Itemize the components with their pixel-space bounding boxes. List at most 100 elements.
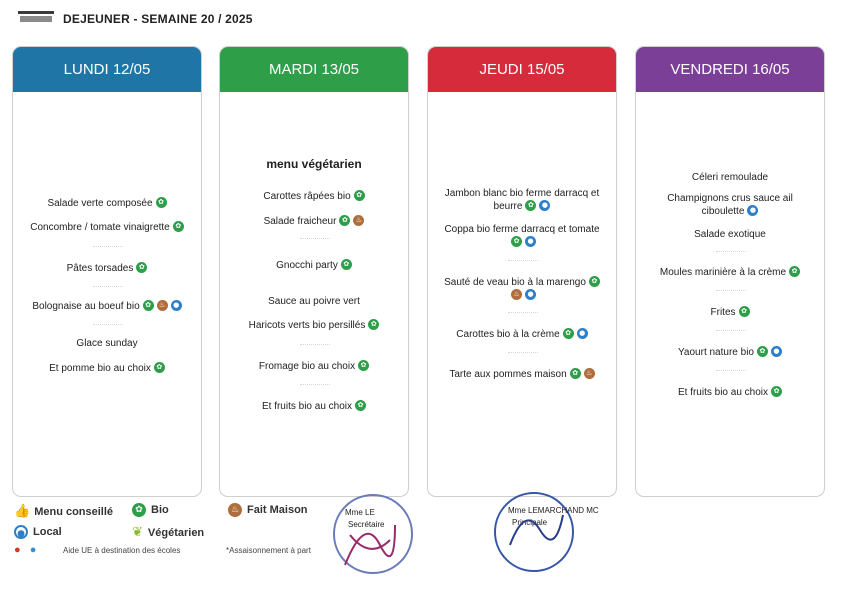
fait-maison-icon: ♨ [156, 299, 168, 311]
apple-icon: ● [14, 544, 21, 556]
signature-1-role: Secrétaire [348, 520, 385, 529]
bio-icon: ✿ [756, 345, 768, 357]
menu-item-text: Fromage bio au choix [258, 361, 356, 372]
bio-icon: ✿ [569, 367, 581, 379]
menu-item-text: Moules marinière à la crème [659, 267, 787, 278]
separator [93, 246, 123, 247]
signature-2-name: Mme LEMARCHAND MC [508, 506, 599, 515]
bio-icon: ✿ [771, 385, 783, 397]
legend-local: ● Local [14, 525, 62, 539]
menu-item: Yaourt nature bio✿● [642, 345, 818, 359]
day-header: VENDREDI 16/05 [636, 47, 824, 92]
menu-item: Moules marinière à la crème✿ [642, 265, 818, 279]
menu-item: Carottes bio à la crème✿● [434, 327, 610, 341]
bio-icon: ✿ [142, 299, 154, 311]
menu-item: Sauce au poivre vert [226, 295, 402, 308]
menu-item-text: Et pomme bio au choix [49, 363, 151, 374]
local-icon: ● [747, 204, 759, 216]
menu-item: Glace sunday [19, 337, 195, 350]
bio-icon: ✿ [525, 199, 537, 211]
menu-item-text: Salade verte composée [47, 198, 153, 209]
menu-item: Salade verte composée✿ [19, 196, 195, 210]
menu-item: Coppa bio ferme darracq et tomate✿● [440, 223, 604, 249]
menu-item-text: Bolognaise au boeuf bio [32, 301, 140, 312]
signature-2-scribble [509, 514, 564, 546]
local-icon: ● [539, 199, 551, 211]
day-card-jeudi: JEUDI 15/05 Jambon blanc bio ferme darra… [427, 46, 617, 497]
separator [508, 352, 538, 353]
legend-label: Local [33, 526, 62, 538]
milk-icon: ● [29, 544, 37, 556]
bio-icon: ✿ [358, 359, 370, 371]
legend-assaisonnement: *Assaisonnement à part [226, 546, 311, 555]
menu-item-text: Champignons crus sauce ail ciboulette [667, 193, 793, 217]
legend-label: Bio [151, 504, 169, 516]
day-card-mardi: MARDI 13/05 menu végétarien Carottes râp… [219, 46, 409, 497]
bio-icon: ✿ [132, 503, 146, 517]
menu-item: Pâtes torsades✿ [19, 261, 195, 275]
menu-item: Gnocchi party✿ [226, 258, 402, 272]
legend-vegetarien: ❦ Végétarien [132, 525, 204, 540]
signature-2-role: Principale [512, 518, 548, 527]
local-icon: ● [525, 235, 536, 247]
menu-item-text: Sauté de veau bio à la marengo [444, 277, 586, 288]
menu-item-text: Haricots verts bio persillés [248, 320, 366, 331]
menu-item-text: Et fruits bio au choix [677, 387, 769, 398]
menu-item-text: Sauce au poivre vert [268, 296, 360, 307]
separator [716, 290, 746, 291]
page-title: DEJEUNER - SEMAINE 20 / 2025 [63, 12, 253, 26]
legend-label: Menu conseillé [34, 505, 114, 518]
local-icon: ● [14, 525, 28, 539]
menu-item-text: Carottes râpées bio [263, 191, 351, 202]
leaf-icon: ❦ [132, 525, 143, 540]
bio-icon: ✿ [339, 214, 351, 226]
day-card-vendredi: VENDREDI 16/05 Céleri remoulade Champign… [635, 46, 825, 497]
menu-item: Tarte aux pommes maison✿♨ [434, 367, 610, 381]
legend-label: Végétarien [147, 526, 205, 539]
menu-item-vegetarian-title: menu végétarien [226, 158, 402, 171]
bio-icon: ✿ [353, 189, 365, 201]
day-menu: menu végétarien Carottes râpées bio✿ Sal… [220, 92, 408, 496]
menu-item-text: Pâtes torsades [66, 263, 134, 274]
separator [716, 330, 746, 331]
menu-item-text: Jambon blanc bio ferme darracq et beurre [444, 188, 600, 212]
legend-bio: ✿ Bio [132, 503, 169, 517]
separator [508, 312, 538, 313]
day-menu: Céleri remoulade Champignons crus sauce … [636, 92, 824, 496]
signature-1-name: Mme LE [345, 508, 375, 517]
menu-item-text: Gnocchi party [276, 260, 338, 271]
legend-aide-ue: Aide UE à destination des écoles [63, 546, 181, 555]
menu-item: Et pomme bio au choix✿ [19, 361, 195, 375]
menu-item: Fromage bio au choix✿ [226, 359, 402, 373]
bio-icon: ✿ [738, 305, 750, 317]
bio-icon: ✿ [355, 399, 367, 411]
separator [93, 324, 123, 325]
menu-item-text: Et fruits bio au choix [261, 401, 353, 412]
bio-icon: ✿ [340, 258, 352, 270]
day-menu: Jambon blanc bio ferme darracq et beurre… [428, 92, 616, 496]
menu-item-text: Céleri remoulade [691, 172, 769, 183]
menu-item: Salade exotique [642, 228, 818, 241]
fait-maison-icon: ♨ [511, 288, 522, 300]
menu-item: Et fruits bio au choix✿ [642, 385, 818, 399]
menu-item: Concombre / tomate vinaigrette✿ [19, 220, 195, 234]
separator [300, 344, 330, 345]
bio-icon: ✿ [136, 261, 148, 273]
menu-item-text: Salade exotique [694, 229, 766, 240]
day-header: MARDI 13/05 [220, 47, 408, 92]
menu-item: Frites✿ [642, 305, 818, 319]
school-logo [18, 11, 54, 23]
menu-item: Sauté de veau bio à la marengo✿♨● [440, 275, 604, 302]
bio-icon: ✿ [368, 318, 380, 330]
bio-icon: ✿ [789, 265, 801, 277]
fait-maison-icon: ♨ [583, 367, 595, 379]
menu-item-text: Frites [710, 307, 736, 318]
day-header: JEUDI 15/05 [428, 47, 616, 92]
menu-item-text: Concombre / tomate vinaigrette [30, 222, 170, 233]
legend-menu-conseille: 👍 Menu conseillé [14, 504, 113, 519]
thumbs-up-icon: 👍 [14, 504, 31, 519]
bio-icon: ✿ [562, 327, 574, 339]
menu-item: Bolognaise au boeuf bio✿♨● [19, 299, 195, 313]
menu-item: Salade fraicheur✿♨ [226, 214, 402, 228]
menu-item: Haricots verts bio persillés✿ [226, 318, 402, 332]
